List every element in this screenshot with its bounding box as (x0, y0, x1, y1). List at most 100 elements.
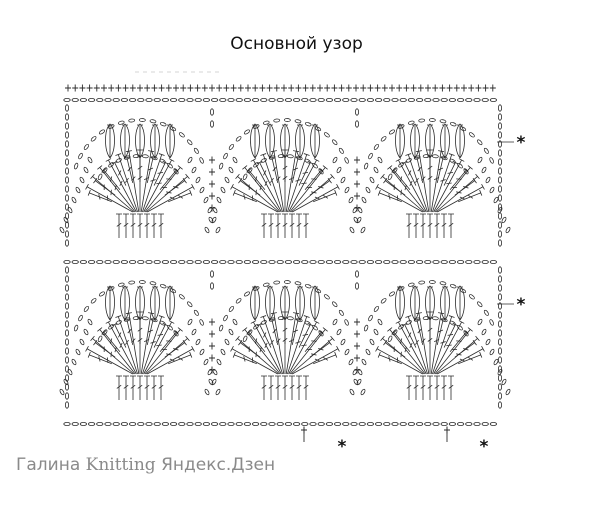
single-crochet (79, 84, 86, 92)
chain-stitch (65, 266, 70, 274)
chain-stitch (332, 301, 338, 308)
double-crochet (282, 155, 288, 182)
double-crochet (405, 315, 428, 375)
single-crochet (165, 84, 172, 92)
double-crochet (144, 213, 150, 238)
chain-stitch (79, 421, 88, 426)
double-crochet (303, 213, 309, 238)
chain-stitch (78, 314, 83, 322)
chain-stitch (353, 378, 359, 386)
double-crochet (246, 168, 266, 190)
chain-stitch (141, 316, 149, 321)
chain-stitch (65, 194, 70, 202)
chain-stitch (294, 281, 302, 286)
double-crochet (443, 322, 459, 348)
chain-stitch (374, 259, 383, 264)
chain-stitch (448, 421, 456, 426)
fan-motif (59, 118, 221, 238)
chain-stitch (219, 98, 227, 103)
single-crochet (396, 84, 403, 92)
chain-stitch (352, 368, 358, 376)
chain-stitch (65, 329, 70, 337)
chain-stitch (73, 324, 79, 332)
chain-stitch (481, 421, 489, 426)
chain-stitch (304, 284, 312, 289)
chain-stitch (79, 338, 85, 346)
chain-stitch (129, 98, 137, 103)
single-crochet (115, 84, 122, 92)
double-crochet (405, 153, 428, 213)
chain-stitch (473, 98, 481, 103)
chain-stitch (145, 259, 153, 264)
double-crochet (441, 213, 447, 238)
chain-stitch (218, 324, 224, 332)
double-crochet (115, 315, 138, 375)
chain-stitch (276, 259, 284, 264)
chain-stitch (187, 301, 193, 308)
chain-stitch (392, 167, 398, 174)
double-crochet (449, 330, 469, 352)
double-crochet (101, 168, 121, 190)
chain-stitch (292, 259, 301, 264)
chain-stitch (387, 173, 393, 180)
chain-stitch (88, 421, 96, 426)
chain-stitch (268, 421, 276, 426)
double-crochet (164, 178, 187, 196)
chain-stitch (325, 421, 333, 426)
chain-stitch (373, 305, 380, 312)
chain-stitch (497, 185, 502, 193)
chain-stitch (336, 328, 342, 336)
double-crochet (282, 375, 288, 400)
double-crochet (256, 160, 272, 186)
chain-stitch (65, 338, 70, 346)
chain-stitch (497, 320, 502, 328)
chain-stitch (350, 98, 358, 103)
chain-stitch (485, 176, 491, 184)
chain-stitch (283, 280, 291, 284)
double-crochet (401, 322, 417, 348)
double-crochet (143, 158, 175, 213)
double-crochet (377, 189, 402, 203)
chain-stitch (497, 356, 502, 364)
chain-stitch (128, 280, 136, 285)
single-crochet (194, 84, 201, 92)
chain-stitch (153, 259, 161, 264)
chain-stitch (317, 259, 325, 264)
chain-stitch (186, 421, 194, 426)
single-crochet (353, 84, 359, 92)
chain-stitch (418, 118, 426, 123)
chain-stitch (407, 98, 415, 103)
double-crochet (151, 375, 157, 400)
chain-stitch (415, 421, 424, 426)
chain-stitch (88, 98, 96, 103)
chain-stitch (96, 98, 104, 103)
chain-stitch (243, 291, 250, 297)
chain-stitch (352, 206, 358, 214)
chain-stitch (75, 348, 81, 356)
chain-stitch (96, 421, 104, 426)
chain-stitch (202, 98, 210, 103)
double-crochet (130, 213, 136, 238)
double-crochet (256, 322, 272, 348)
chain-stitch (178, 259, 186, 264)
single-crochet (354, 192, 360, 200)
chain-stitch (440, 98, 448, 103)
chain-stitch (63, 98, 71, 103)
chain-stitch (227, 259, 235, 264)
chain-stitch (63, 259, 71, 264)
single-crochet (65, 84, 71, 92)
chain-stitch (71, 358, 77, 366)
chain-stitch (415, 259, 424, 264)
chain-stitch (65, 176, 70, 184)
chain-stitch (399, 421, 407, 426)
single-crochet (417, 84, 424, 92)
chain-stitch (439, 281, 447, 286)
chain-stitch (481, 98, 489, 103)
chain-stitch (235, 136, 242, 142)
chain-stitch (65, 347, 70, 355)
double-crochet (375, 345, 423, 375)
chain-stitch (71, 259, 79, 264)
single-crochet (302, 84, 309, 92)
chain-stitch (159, 284, 167, 289)
chain-stitch (338, 147, 344, 154)
